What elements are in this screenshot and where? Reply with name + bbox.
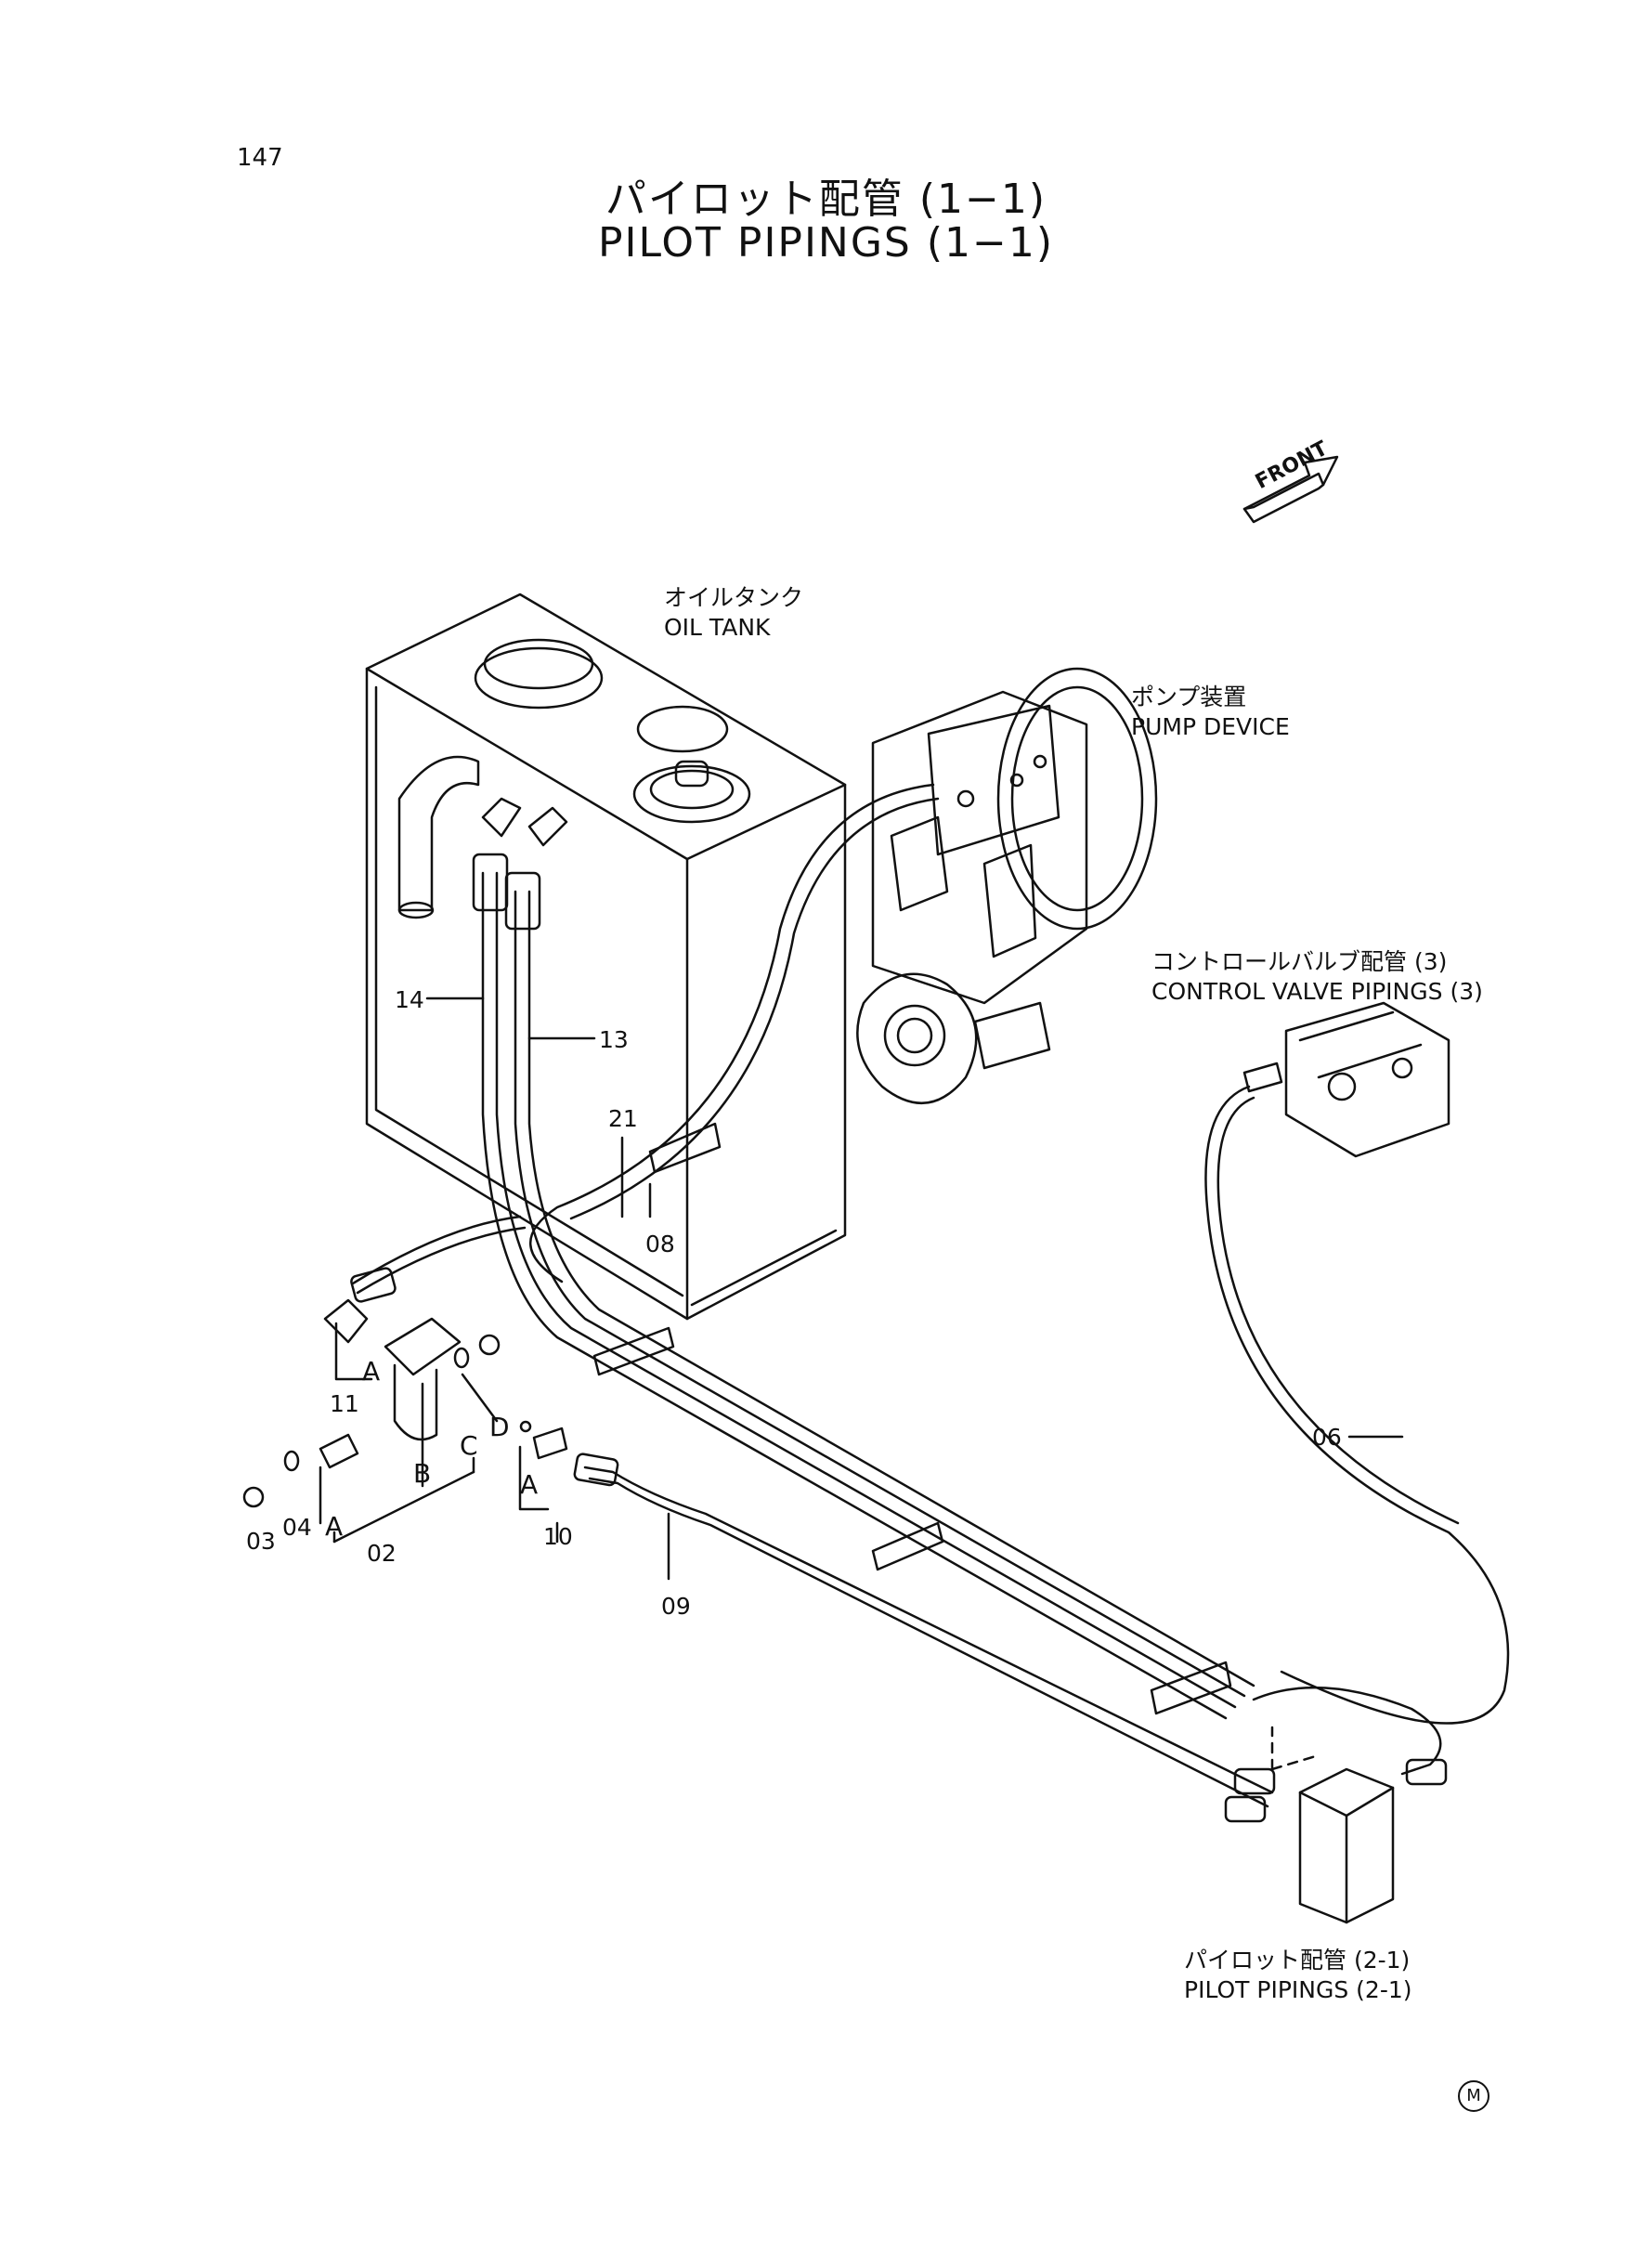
leader-lines [425,997,1404,1581]
front-arrow-icon [1242,455,1339,524]
letter-c: C [460,1430,478,1461]
title-english: PILOT PIPINGS (1−1) [597,219,1055,267]
part-13: 13 [599,1026,629,1053]
page-number: 147 [237,144,283,172]
pipe-08 [529,783,940,1283]
control-valve-callout: コントロールバルブ配管 (3) CONTROL VALVE PIPINGS (3… [1151,947,1483,1007]
letter-b: B [413,1458,432,1489]
pilot-pipings-2-1-drawing [1224,1686,1448,1924]
pump-device-label-ja: ポンプ装置 [1131,684,1247,710]
part-11: 11 [330,1390,359,1417]
letter-a-upper: A [362,1356,381,1387]
part-08: 08 [645,1231,675,1257]
letter-d: D [489,1412,510,1442]
pilot-2-1-label-en: PILOT PIPINGS (2-1) [1184,1976,1412,2003]
part-04: 04 [282,1514,312,1541]
part-02: 02 [367,1540,397,1567]
oil-tank-drawing [365,593,847,1321]
part-14: 14 [395,986,424,1013]
pilot-pipings-2-1-callout: パイロット配管 (2-1) PILOT PIPINGS (2-1) [1184,1946,1412,2005]
pipe-clamps [592,1122,1232,1715]
pipe-09 [350,1215,1274,1808]
part-09: 09 [661,1593,691,1620]
part-03: 03 [246,1528,276,1555]
title-japanese: パイロット配管 (1−1) [605,176,1047,223]
m-mark: M [1458,2080,1489,2112]
filter-assembly [242,1298,568,1544]
letter-a-right: A [520,1469,539,1500]
pipe-14-13 [472,853,1255,1720]
pump-device-drawing [856,667,1158,1105]
pilot-2-1-label-ja: パイロット配管 (2-1) [1184,1947,1411,1974]
pipe-06 [1204,1085,1510,1725]
control-valve-drawing [1242,1001,1450,1158]
pump-device-callout: ポンプ装置 PUMP DEVICE [1131,683,1290,742]
oil-tank-label-en: OIL TANK [664,614,771,641]
oil-tank-callout: オイルタンク OIL TANK [664,583,803,643]
pump-device-label-en: PUMP DEVICE [1131,713,1290,740]
part-06: 06 [1312,1424,1342,1451]
oil-tank-label-ja: オイルタンク [664,584,804,611]
control-valve-label-en: CONTROL VALVE PIPINGS (3) [1151,978,1483,1005]
part-10: 10 [543,1523,573,1550]
part-21: 21 [608,1105,638,1132]
control-valve-label-ja: コントロールバルブ配管 (3) [1151,948,1448,975]
letter-a-lower: A [325,1511,344,1542]
